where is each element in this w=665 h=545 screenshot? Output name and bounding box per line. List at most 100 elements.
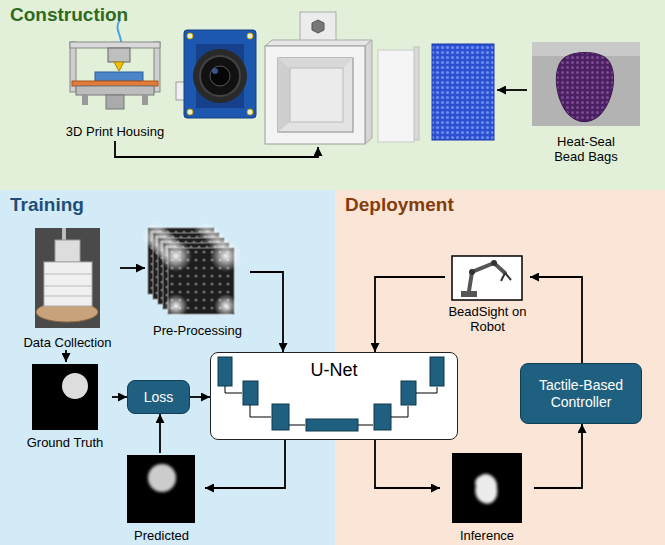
printer-illustration [76,86,154,95]
acrylic-plate [378,50,414,142]
bead-bag-photo [556,53,613,122]
data-collection-photo [44,296,92,297]
unet-illustration [374,404,391,430]
image-node: Inference [440,451,534,543]
camera-board [210,66,230,86]
unet-illustration [210,352,458,440]
process-box: Loss [127,380,190,414]
housing [265,46,365,144]
box-label: Tactile-Based Controller [527,377,635,411]
image-node: Data Collection [15,226,120,350]
box-label: U-Net [310,360,357,381]
printer-illustration [108,48,130,62]
image-node: Predicted [118,453,205,543]
bead-bag-photo [532,42,640,126]
box-label: Loss [144,389,174,406]
data-collection-photo [44,262,92,306]
image-node: Ground Truth [18,362,112,450]
unet-illustration [218,357,232,386]
printer-illustration [82,95,88,105]
inference-mask [452,453,522,523]
image-node: Pre-Processing [145,226,250,338]
unet-illustration [272,404,289,430]
bead-layer [432,44,494,140]
caption: Heat-Seal Bead Bags [546,134,626,164]
connector-arrow [120,267,145,269]
preprocessed-frames [142,222,242,318]
printer-illustration [95,72,143,81]
camera-board [200,56,240,96]
image-node: Heat-Seal Bead Bags [530,40,642,164]
preprocessed-frames [210,240,242,272]
panel-background [0,0,665,190]
caption: Ground Truth [27,435,104,450]
process-box: Tactile-Based Controller [520,363,642,424]
unet-illustration [391,406,408,417]
caption: 3D Print Housing [66,124,164,139]
panel-title: Deployment [335,190,464,220]
caption: Data Collection [23,335,111,350]
camera-board [187,109,193,115]
inference-mask [452,453,522,523]
connector-arrow [190,396,210,398]
image-node: BeadSight on Robot [445,254,530,334]
robot-icon [469,269,475,275]
printer-illustration [106,95,124,109]
inference-mask [475,474,497,504]
unet-illustration [358,425,373,426]
camera-board [187,33,193,39]
robot-icon [469,263,505,291]
caption: Pre-Processing [153,323,242,338]
camera-board [176,30,256,118]
unet-illustration [225,386,242,393]
data-collection-photo [44,274,92,275]
connector-arrow [112,396,127,398]
unet-illustration [210,352,458,440]
unet-illustration [243,381,258,405]
robot-icon [491,260,497,266]
camera-board [247,33,253,39]
printer-illustration [114,62,124,71]
connector-arrow [375,277,445,352]
connector-arrow [159,414,161,453]
printer-illustration [72,81,158,86]
robot-icon [501,273,511,281]
unet-illustration [430,357,444,386]
housing [312,20,324,33]
section-panel: TrainingData CollectionPre-ProcessingGro… [0,190,335,545]
housing [265,12,372,144]
flow-arrow [497,89,527,91]
connector-arrow [250,272,283,352]
robot-icon [452,256,522,300]
unet-illustration [416,387,437,393]
connector-arrow [530,277,582,363]
data-collection-photo [35,228,100,328]
bead-bag-photo [532,42,640,126]
caption: Inference [460,528,514,543]
housing [290,68,343,122]
data-collection-photo [44,286,92,287]
camera-board [193,49,247,103]
unet-illustration [250,405,271,417]
unet-illustration [306,419,358,431]
housing [278,58,290,132]
caption: BeadSight on Robot [445,304,530,334]
printer-illustration [70,42,160,48]
camera-board [212,68,218,74]
unet-illustration [289,425,305,426]
data-collection-photo [35,228,100,328]
section-panel: Construction3D Print HousingHeat-Seal Be… [0,0,665,190]
image-node: 3D Print Housing [50,35,180,139]
robot-icon [452,256,522,300]
acrylic-plate [378,47,419,142]
printer-illustration [142,95,148,105]
acrylic-plate [414,47,419,140]
printer-illustration [70,20,160,109]
housing [365,40,372,144]
caption: Predicted [134,528,189,543]
data-collection-photo [55,240,80,262]
network-box: U-Net [210,352,458,440]
